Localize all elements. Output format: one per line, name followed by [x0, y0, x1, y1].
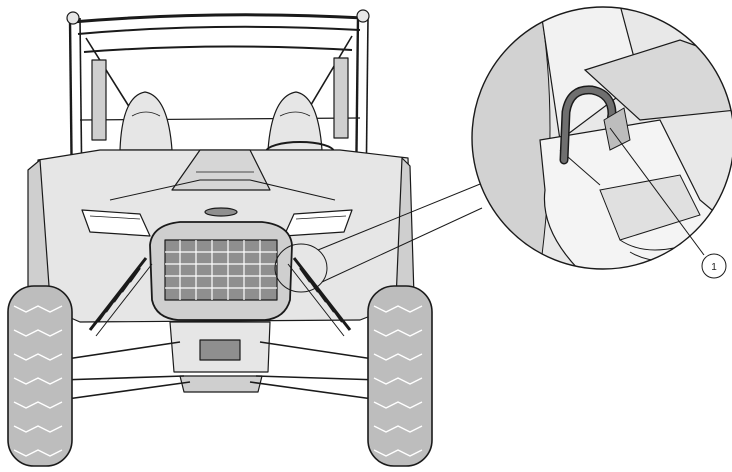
a-arms — [59, 341, 381, 401]
front-grille — [149, 207, 293, 321]
callout-1-leader — [609, 127, 705, 256]
callout-1: 1 — [609, 127, 727, 279]
utv-front-view — [7, 9, 433, 467]
suspension-springs — [88, 257, 352, 337]
front-bumper — [169, 321, 271, 393]
seats — [119, 91, 323, 151]
detail-source-circle — [274, 243, 328, 293]
front-tires — [7, 285, 433, 467]
roll-cage — [66, 9, 370, 201]
headlights — [81, 209, 353, 237]
callout-1-bubble — [701, 253, 727, 279]
magnifier-leader-lines — [317, 179, 491, 283]
callout-1-label: 1 — [711, 262, 717, 273]
detail-magnified-view — [472, 7, 732, 269]
detail-circle-border — [471, 6, 732, 270]
